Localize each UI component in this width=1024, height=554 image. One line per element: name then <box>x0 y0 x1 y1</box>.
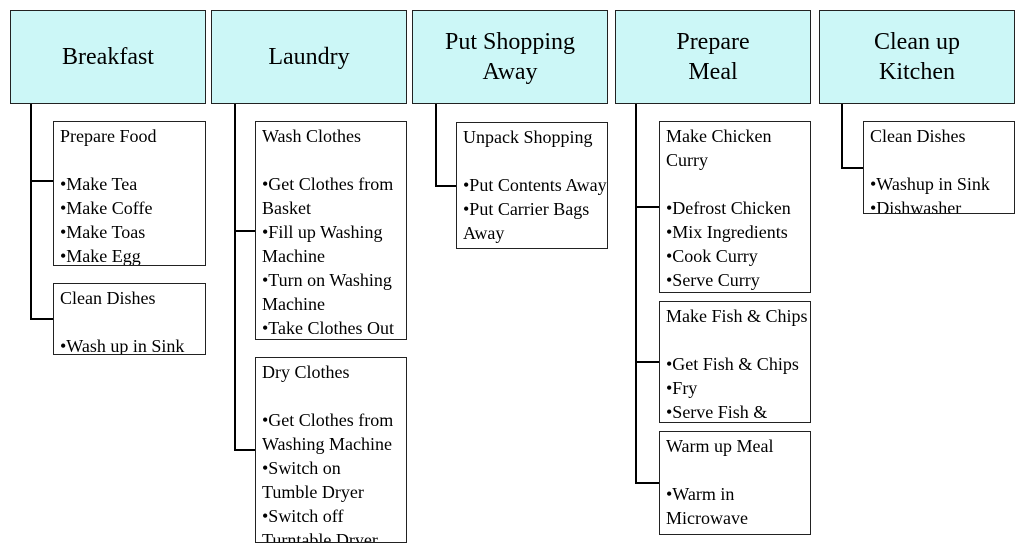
task-title: Make Fish & Chips <box>666 306 808 326</box>
column-header: Put Shopping Away <box>412 10 608 104</box>
subtask-list: •Wash up in Sink <box>60 334 205 355</box>
subtask-item: •Dishwasher Dishes <box>870 198 962 214</box>
subtask-item: •Washup in Sink <box>870 174 990 194</box>
subtask-item: •Make Egg <box>60 246 141 266</box>
task-box: Make Chicken Curry •Defrost Chicken •Mix I… <box>659 121 811 293</box>
subtask-item: •Mix Ingredients <box>666 222 788 242</box>
subtask-list: •Put Contents Away •Put Carrier Bags Away <box>463 173 607 245</box>
subtask-item: •Wash up in Sink <box>60 336 185 355</box>
task-title: Clean Dishes <box>870 126 966 146</box>
task-box: Unpack Shopping •Put Contents Away •Put Ca… <box>456 122 608 249</box>
subtask-item: •Put Contents Away <box>463 175 607 195</box>
task-box: Prepare Food •Make Tea •Make Coffe •Make To… <box>53 121 206 266</box>
subtask-item: •Switch on Tumble Dryer <box>262 458 364 502</box>
task-title: Unpack Shopping <box>463 127 593 147</box>
subtask-item: •Make Coffe <box>60 198 153 218</box>
subtask-item: •Serve Fish & Chips <box>666 402 768 422</box>
subtask-item: •Take Clothes Out <box>262 318 395 338</box>
subtask-list: •Warm in Microwave •Serve Warm Meal <box>666 482 810 534</box>
subtask-item: •Fill up Washing Machine <box>262 222 383 266</box>
subtask-item: •Make Tea <box>60 174 138 194</box>
subtask-list: •Defrost Chicken •Mix Ingredients •Cook Cu… <box>666 196 810 292</box>
task-box: Clean Dishes •Washup in Sink •Dishwasher D… <box>863 121 1015 214</box>
subtask-item: •Serve Curry <box>666 270 760 290</box>
subtask-item: •Serve Warm Meal <box>666 530 810 534</box>
task-title: Clean Dishes <box>60 288 156 308</box>
subtask-list: •Get Clothes from Washing Machine•Switch… <box>262 408 406 543</box>
subtask-list: •Make Tea •Make Coffe •Make Toas •Make Egg <box>60 172 205 266</box>
subtask-list: •Get Fish & Chips •Fry •Serve Fish & Chips <box>666 352 810 422</box>
subtask-item: •Cook Curry <box>666 246 758 266</box>
subtask-item: •Put Carrier Bags Away <box>463 199 590 243</box>
task-title: Warm up Meal <box>666 436 774 456</box>
subtask-item: •Get Clothes from Washing Machine <box>262 410 394 454</box>
task-title: Dry Clothes <box>262 362 350 382</box>
column-header: Clean up Kitchen <box>819 10 1015 104</box>
subtask-item: •Defrost Chicken <box>666 198 791 218</box>
task-title: Make Chicken Curry <box>666 126 772 170</box>
subtask-list: •Washup in Sink •Dishwasher Dishes <box>870 172 1014 214</box>
subtask-item: •Get Fish & Chips <box>666 354 799 374</box>
column-header: Laundry <box>211 10 407 104</box>
subtask-item: •Turn on Washing Machine <box>262 270 392 314</box>
column-header: Breakfast <box>10 10 206 104</box>
task-box: Dry Clothes •Get Clothes from Washing Mac… <box>255 357 407 543</box>
task-box: Wash Clothes •Get Clothes from Basket•Fil… <box>255 121 407 340</box>
task-box: Clean Dishes •Wash up in Sink <box>53 283 206 355</box>
column-header: Prepare Meal <box>615 10 811 104</box>
task-box: Warm up Meal •Warm in Microwave •Serve War… <box>659 431 811 535</box>
subtask-list: •Get Clothes from Basket•Fill up Washing… <box>262 172 406 339</box>
subtask-item: •Switch off Turntable Dryer <box>262 506 378 543</box>
task-title: Wash Clothes <box>262 126 362 146</box>
subtask-item: •Make Toas <box>60 222 146 242</box>
subtask-item: •Get Clothes from Basket <box>262 174 394 218</box>
subtask-item: •Warm in Microwave <box>666 484 748 528</box>
task-box: Make Fish & Chips •Get Fish & Chips •Fry •S… <box>659 301 811 423</box>
subtask-item: •Fry <box>666 378 698 398</box>
task-title: Prepare Food <box>60 126 157 146</box>
